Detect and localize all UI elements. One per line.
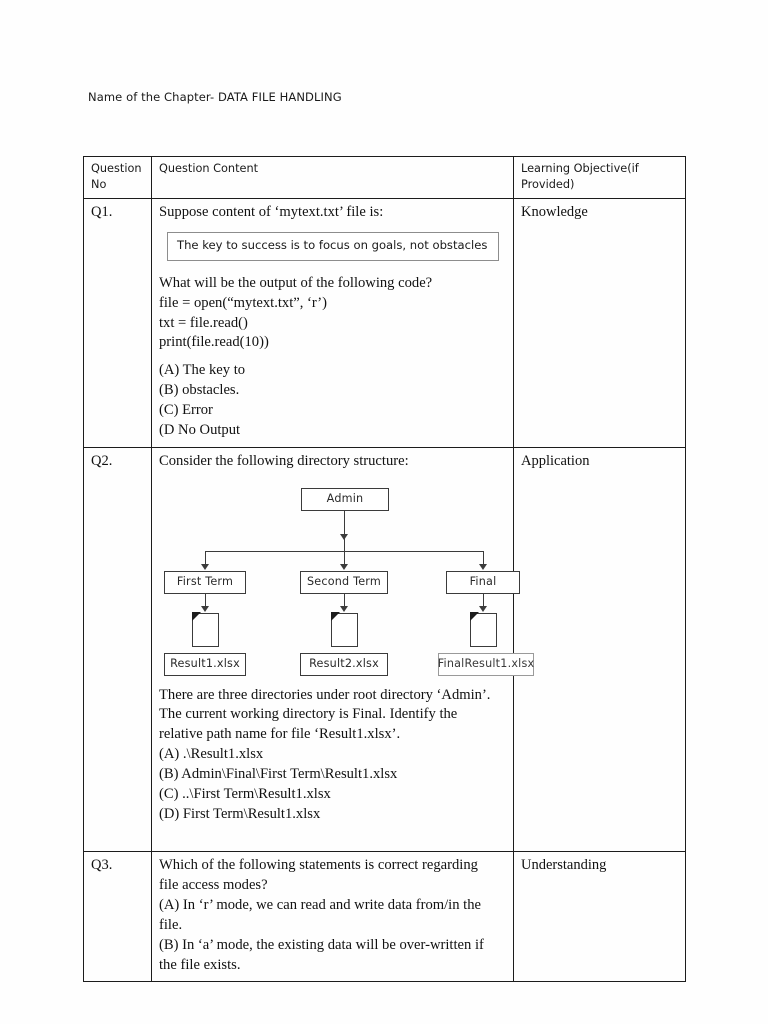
question-number-q3: Q3.: [83, 851, 152, 983]
diagram-file-label-finalresult1: FinalResult1.xlsx: [438, 652, 534, 676]
question-number-q2: Q2.: [83, 446, 152, 853]
chapter-heading: Name of the Chapter- DATA FILE HANDLING: [88, 90, 342, 104]
arrow-root-stem: [340, 533, 348, 540]
q2-option-b: (B) Admin\Final\First Term\Result1.xlsx: [159, 765, 398, 782]
learning-objective-q2: Application: [513, 446, 686, 853]
q3-option-a-line-2: file.: [159, 916, 183, 933]
learning-objective-q3: Understanding: [513, 851, 686, 983]
q1-code-line-2: txt = file.read(): [159, 314, 248, 331]
questions-table: Question No Question Content Learning Ob…: [83, 155, 686, 983]
q2-statement-line-3: relative path name for file ‘Result1.xls…: [159, 726, 401, 743]
file-icon-finalresult1: [469, 612, 497, 647]
arrow-first-term-file: [201, 605, 209, 612]
q1-option-c: (C) Error: [159, 401, 213, 418]
arrow-final: [479, 563, 487, 570]
header-question-content: Question Content: [151, 155, 514, 200]
table-row-q2: Q2. Consider the following directory str…: [83, 446, 686, 853]
question-content-q1: Suppose content of ‘mytext.txt’ file is:…: [151, 198, 514, 448]
connector-root-stem: [344, 510, 346, 551]
arrow-second-term-file: [340, 605, 348, 612]
question-content-q2: Consider the following directory structu…: [151, 446, 534, 853]
q3-option-a-line-1: (A) In ‘r’ mode, we can read and write d…: [159, 897, 482, 914]
q1-intro: Suppose content of ‘mytext.txt’ file is:: [159, 204, 384, 221]
diagram-file-label-result1: Result1.xlsx: [164, 652, 246, 676]
arrow-final-file: [479, 605, 487, 612]
q3-line-2: file access modes?: [159, 877, 268, 894]
header-learning-objective-line1: Learning Objective(if: [521, 162, 639, 175]
table-row-q1: Q1. Suppose content of ‘mytext.txt’ file…: [83, 198, 686, 448]
diagram-node-second-term: Second Term: [300, 570, 388, 594]
header-learning-objective: Learning Objective(if Provided): [513, 155, 686, 200]
diagram-node-final: Final: [446, 570, 520, 594]
q2-statement-line-1: There are three directories under root d…: [159, 686, 491, 703]
directory-structure-diagram: Admin First T: [161, 484, 534, 676]
q3-line-1: Which of the following statements is cor…: [159, 857, 478, 874]
diagram-file-label-result2: Result2.xlsx: [300, 652, 388, 676]
question-number-q1: Q1.: [83, 198, 152, 448]
q2-statement-line-2: The current working directory is Final. …: [159, 706, 458, 723]
q1-prompt: What will be the output of the following…: [159, 274, 433, 291]
table-row-q3: Q3. Which of the following statements is…: [83, 851, 686, 983]
header-question-no-line2: No: [91, 177, 107, 191]
q1-code-line-3: print(file.read(10)): [159, 334, 269, 351]
q1-code-line-1: file = open(“mytext.txt”, ‘r’): [159, 294, 328, 311]
connector-drop-second-term: [344, 550, 346, 568]
q3-option-b-line-2: the file exists.: [159, 956, 241, 973]
table-header-row: Question No Question Content Learning Ob…: [83, 155, 686, 200]
arrow-first-term: [201, 563, 209, 570]
arrow-second-term: [340, 563, 348, 570]
q2-intro: Consider the following directory structu…: [159, 452, 409, 469]
file-icon-result2: [330, 612, 358, 647]
connector-second-term-to-file: [344, 593, 346, 610]
header-question-no: Question No: [83, 155, 152, 200]
file-icon-result1: [191, 612, 219, 647]
q1-option-d: (D No Output: [159, 421, 241, 438]
file-content-box: The key to success is to focus on goals,…: [167, 232, 499, 261]
connector-final-to-file: [483, 593, 485, 610]
q2-option-d: (D) First Term\Result1.xlsx: [159, 805, 321, 822]
q1-option-a: (A) The key to: [159, 362, 246, 379]
q3-option-b-line-1: (B) In ‘a’ mode, the existing data will …: [159, 936, 484, 953]
connector-first-term-to-file: [205, 593, 207, 610]
q2-option-a: (A) .\Result1.xlsx: [159, 746, 264, 763]
header-question-no-line1: Question: [91, 162, 142, 175]
q1-option-b: (B) obstacles.: [159, 382, 240, 399]
q2-option-c: (C) ..\First Term\Result1.xlsx: [159, 785, 331, 802]
diagram-node-admin: Admin: [301, 487, 389, 511]
question-content-q3: Which of the following statements is cor…: [151, 851, 514, 983]
connector-drop-final: [483, 550, 485, 568]
header-learning-objective-line2: Provided): [521, 177, 575, 191]
learning-objective-q1: Knowledge: [513, 198, 686, 448]
connector-drop-first-term: [205, 550, 207, 568]
diagram-node-first-term: First Term: [164, 570, 246, 594]
